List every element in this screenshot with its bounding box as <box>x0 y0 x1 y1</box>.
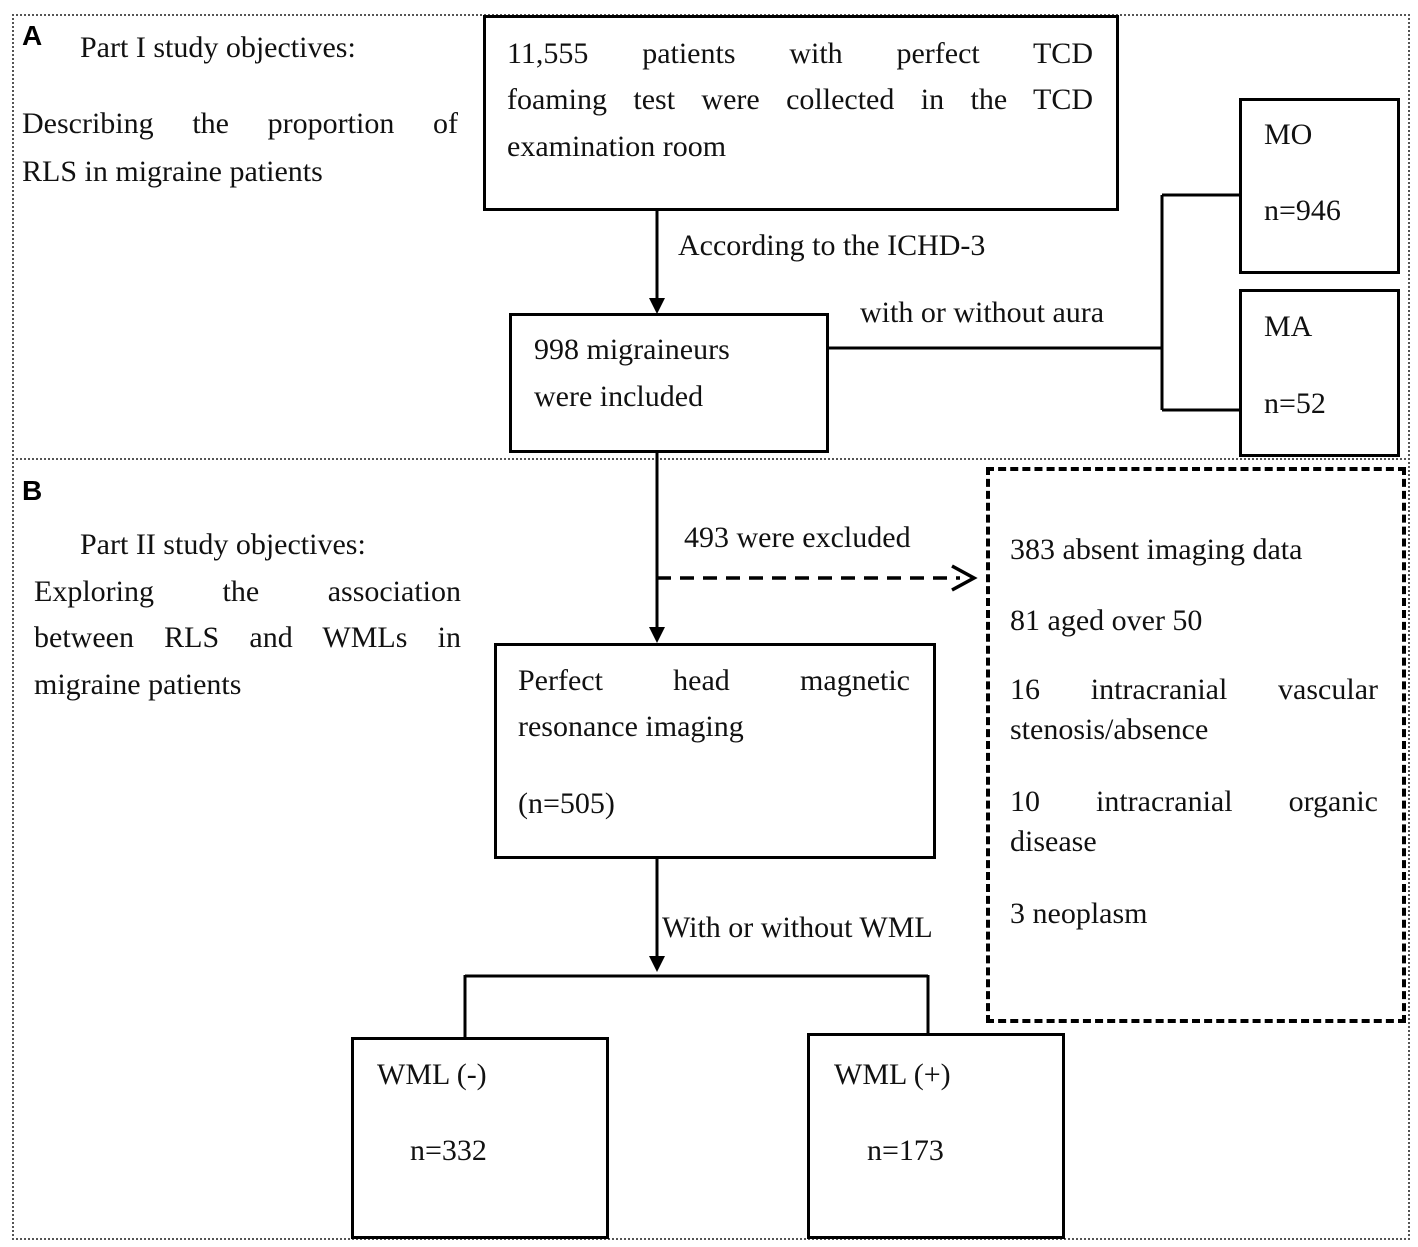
exclusion-item-age: 81 aged over 50 <box>1010 604 1203 637</box>
mo-box <box>1239 98 1400 274</box>
arrowhead-excluded <box>951 564 978 592</box>
part2-objective-title: Part II study objectives: <box>80 528 366 561</box>
wml-positive-count: n=173 <box>867 1134 944 1167</box>
mri-line1: Perfect head magnetic <box>518 664 910 697</box>
collected-patients-box <box>483 15 1119 211</box>
part1-objective-line1: Describing the proportion of <box>22 107 458 140</box>
wml-positive-box <box>807 1033 1065 1239</box>
wml-split-label: With or without WML <box>662 911 933 944</box>
collected-line1: 11,555 patients with perfect TCD <box>507 37 1093 70</box>
mri-box <box>494 643 936 859</box>
exclusion-item-organic-line2: disease <box>1010 825 1097 858</box>
wml-negative-box <box>351 1037 609 1239</box>
included-box <box>509 313 829 453</box>
panel-b-letter: B <box>22 475 43 506</box>
exclusion-item-vascular-line1: 16 intracranial vascular <box>1010 673 1378 706</box>
mri-count: (n=505) <box>518 787 615 820</box>
panel-b-frame <box>12 458 1410 1240</box>
mri-line2: resonance imaging <box>518 710 744 743</box>
wml-negative-count: n=332 <box>410 1134 487 1167</box>
criteria-label: According to the ICHD-3 <box>678 229 986 262</box>
collected-line3: examination room <box>507 130 727 163</box>
included-line1: 998 migraineurs <box>534 333 730 366</box>
aura-label: with or without aura <box>860 296 1105 329</box>
part2-objective-line2: between RLS and WMLs in <box>34 621 461 654</box>
mo-label: MO <box>1264 118 1313 151</box>
exclusion-reasons-box <box>986 467 1406 1023</box>
exclusion-item-imaging: 383 absent imaging data <box>1010 533 1303 566</box>
mo-count: n=946 <box>1264 194 1341 227</box>
ma-label: MA <box>1264 310 1313 343</box>
excluded-label: 493 were excluded <box>684 521 911 554</box>
wml-positive-label: WML (+) <box>834 1058 951 1091</box>
wml-negative-label: WML (-) <box>377 1058 487 1091</box>
exclusion-item-vascular-line2: stenosis/absence <box>1010 713 1209 746</box>
ma-box <box>1239 289 1400 457</box>
part2-objective-line3: migraine patients <box>34 668 242 701</box>
exclusion-item-organic-line1: 10 intracranial organic <box>1010 785 1378 818</box>
part1-objective-title: Part I study objectives: <box>80 31 356 64</box>
panel-a-letter: A <box>22 20 43 51</box>
arrowhead-mri <box>649 627 665 643</box>
arrowhead-included <box>649 298 665 314</box>
ma-count: n=52 <box>1264 387 1326 420</box>
included-line2: were included <box>534 380 704 413</box>
part2-objective-line1: Exploring the association <box>34 575 461 608</box>
part1-objective-line2: RLS in migraine patients <box>22 155 323 188</box>
exclusion-item-neoplasm: 3 neoplasm <box>1010 897 1148 930</box>
arrowhead-wml <box>649 956 665 972</box>
collected-line2: foaming test were collected in the TCD <box>507 83 1093 116</box>
